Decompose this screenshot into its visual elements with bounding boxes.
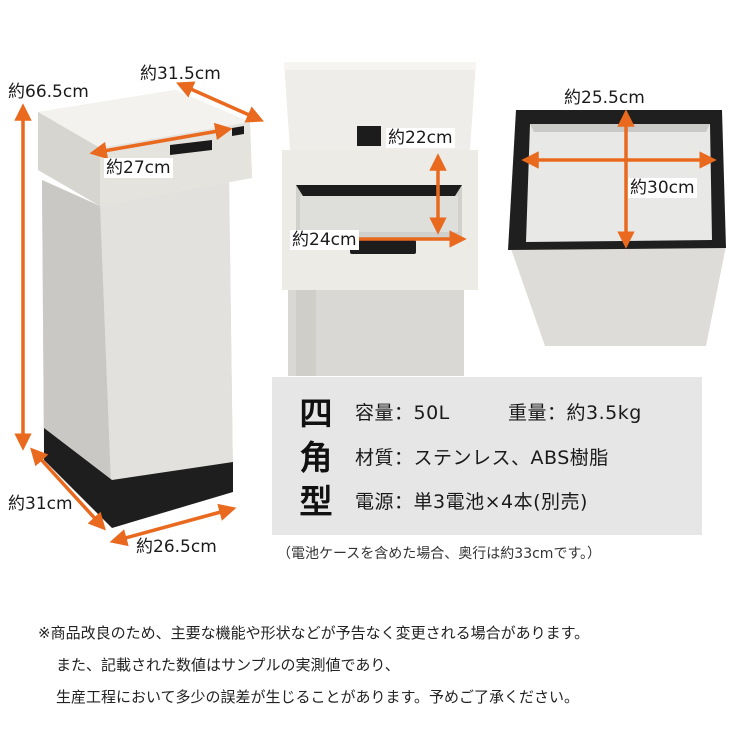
top-depth-label: 約30cm [628, 178, 697, 198]
type-char: 角 [299, 438, 333, 477]
base-width-arrow [109, 503, 237, 547]
open-width-label: 約24cm [290, 230, 359, 250]
open-depth-label: 約22cm [386, 128, 455, 148]
type-heading: 四 角 型 [296, 392, 336, 524]
height-label: 約66.5cm [8, 82, 89, 102]
lid-width-arrow [176, 81, 264, 123]
lid-width-label: 約31.5cm [140, 64, 221, 84]
type-char: 四 [299, 394, 333, 433]
spec-capacity: 容量：50L [355, 402, 450, 424]
depth-caption: （電池ケースを含めた場合、奥行は約33cmです。） [277, 546, 602, 562]
opening-width-arrow [89, 122, 233, 160]
base-depth-label: 約31cm [8, 494, 73, 514]
top-width-label: 約25.5cm [564, 88, 645, 108]
note-line: ※商品改良のため、主要な機能や形状などが予告なく変更される場合があります。 [38, 624, 590, 642]
note-line: 生産工程において多少の誤差が生じることがあります。予めご了承ください。 [56, 688, 580, 706]
note-line: また、記載された数値はサンプルの実測値であり、 [56, 656, 400, 674]
base-width-label: 約26.5cm [136, 537, 217, 557]
opening-width-label: 約27cm [104, 158, 173, 178]
spec-power: 電源：単3電池×4本(別売) [355, 491, 588, 513]
spec-weight: 重量：約3.5kg [508, 402, 642, 424]
spec-material: 材質：ステンレス、ABS樹脂 [355, 447, 609, 469]
base-depth-arrow [30, 447, 106, 531]
type-char: 型 [299, 482, 333, 521]
spec-panel [272, 377, 702, 535]
